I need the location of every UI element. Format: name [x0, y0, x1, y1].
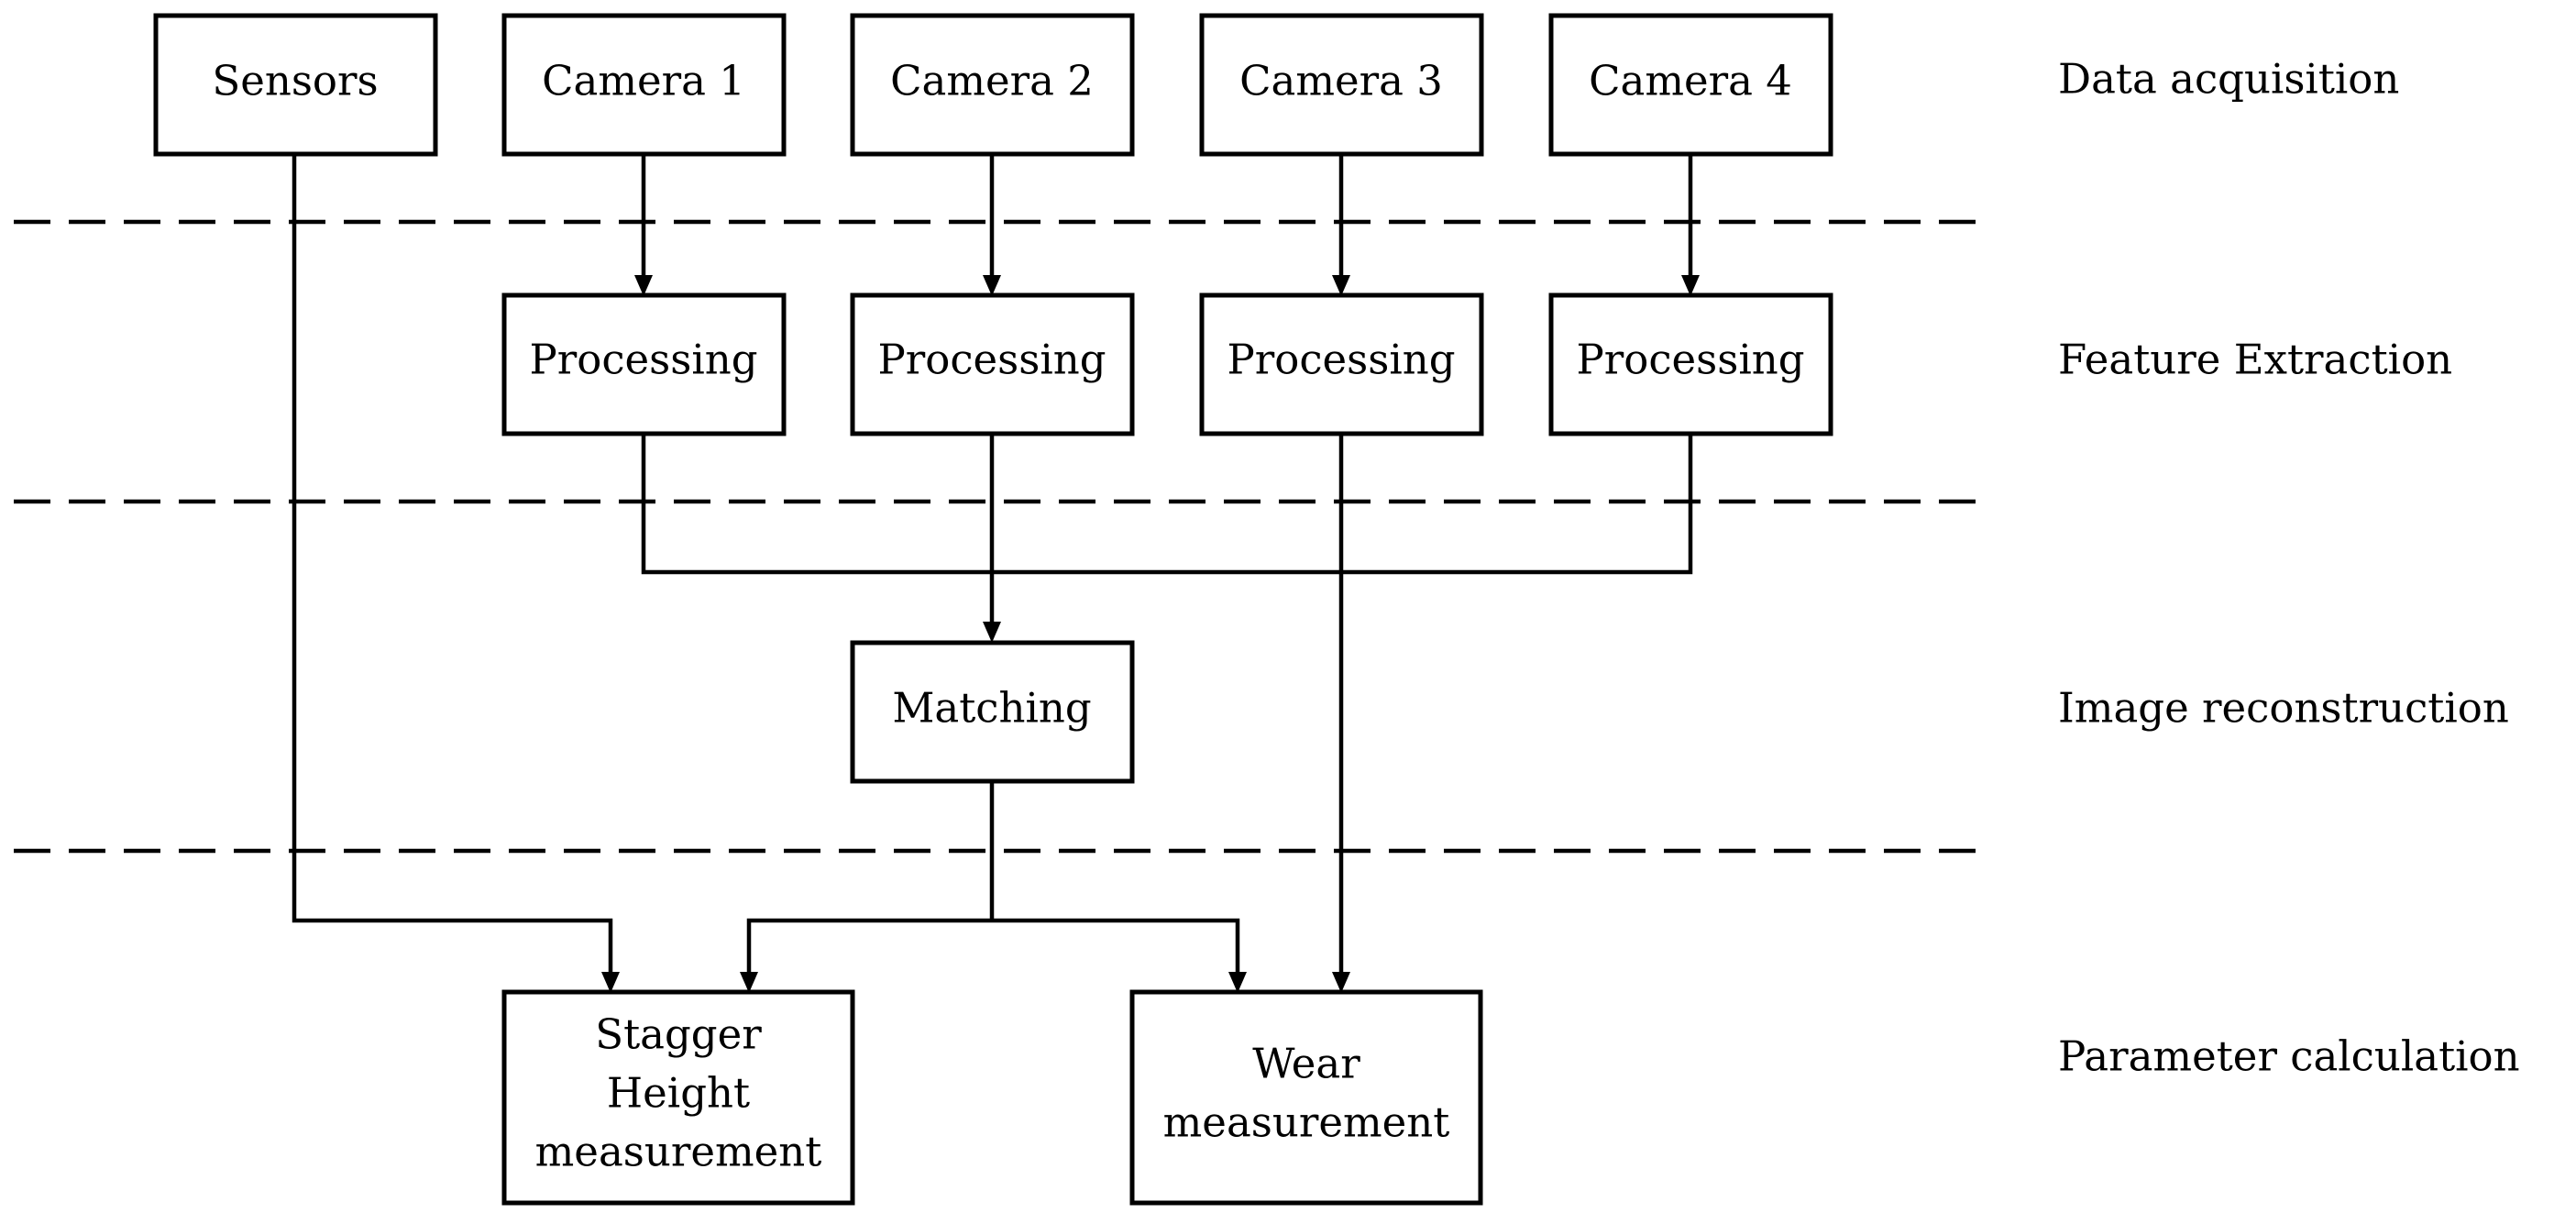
camera3-node: Camera 3 — [1199, 13, 1484, 157]
processing2-label: Processing — [877, 336, 1106, 384]
wear-label-line1: Wear — [1252, 1040, 1360, 1088]
stage-label-parameter-calculation: Parameter calculation — [2058, 1032, 2520, 1081]
processing4-label: Processing — [1576, 336, 1804, 384]
sensors-node: Sensors — [153, 13, 438, 157]
stagger-label-line1: Stagger — [595, 1010, 762, 1059]
stagger-label-line2: Height — [607, 1069, 750, 1118]
processing4-node: Processing — [1548, 292, 1833, 436]
processing2-box — [850, 292, 1135, 436]
arrowhead-stagger-from-sensors — [601, 972, 620, 993]
matching-label: Matching — [892, 684, 1091, 733]
wear-label-line2: measurement — [1163, 1098, 1450, 1147]
matching-box — [850, 640, 1135, 784]
wear-box — [1129, 989, 1483, 1206]
arrowhead-wear-from-processing3 — [1332, 972, 1350, 993]
sensors-box — [153, 13, 438, 157]
processing1-label: Processing — [529, 336, 757, 384]
camera4-node: Camera 4 — [1548, 13, 1833, 157]
processing3-node: Processing — [1199, 292, 1484, 436]
camera1-label: Camera 1 — [542, 57, 745, 105]
arrowheads — [601, 275, 1700, 993]
arrowhead-processing2 — [983, 275, 1001, 296]
sensors-label: Sensors — [212, 57, 378, 105]
camera2-node: Camera 2 — [850, 13, 1135, 157]
arrowhead-matching — [983, 622, 1001, 643]
stagger-height-node: Stagger Height measurement — [501, 989, 855, 1206]
camera4-box — [1548, 13, 1833, 157]
connector-matching-wear — [992, 918, 1240, 972]
stage-label-feature-extraction: Feature Extraction — [2058, 336, 2452, 384]
processing3-box — [1199, 292, 1484, 436]
connectors — [292, 154, 1693, 972]
arrowhead-processing1 — [634, 275, 653, 296]
camera2-label: Camera 2 — [890, 57, 1094, 105]
camera4-label: Camera 4 — [1589, 57, 1792, 105]
processing4-box — [1548, 292, 1833, 436]
processing1-box — [501, 292, 787, 436]
arrowhead-wear-from-matching — [1228, 972, 1247, 993]
processing2-node: Processing — [850, 292, 1135, 436]
arrowhead-stagger-from-matching — [740, 972, 758, 993]
arrowhead-processing4 — [1681, 275, 1700, 296]
camera2-box — [850, 13, 1135, 157]
camera3-box — [1199, 13, 1484, 157]
camera1-node: Camera 1 — [501, 13, 787, 157]
camera1-box — [501, 13, 787, 157]
camera3-label: Camera 3 — [1239, 57, 1443, 105]
stage-label-data-acquisition: Data acquisition — [2058, 55, 2399, 104]
arrowhead-processing3 — [1332, 275, 1350, 296]
connector-matching-stagger — [746, 918, 992, 972]
stagger-label-line3: measurement — [535, 1128, 822, 1176]
stage-label-image-reconstruction: Image reconstruction — [2058, 684, 2509, 733]
connector-sensors-stagger — [292, 154, 613, 972]
connector-processing-merge — [641, 434, 1693, 575]
processing3-label: Processing — [1227, 336, 1455, 384]
matching-node: Matching — [850, 640, 1135, 784]
processing1-node: Processing — [501, 292, 787, 436]
wear-node: Wear measurement — [1129, 989, 1483, 1206]
stagger-height-box — [501, 989, 855, 1206]
